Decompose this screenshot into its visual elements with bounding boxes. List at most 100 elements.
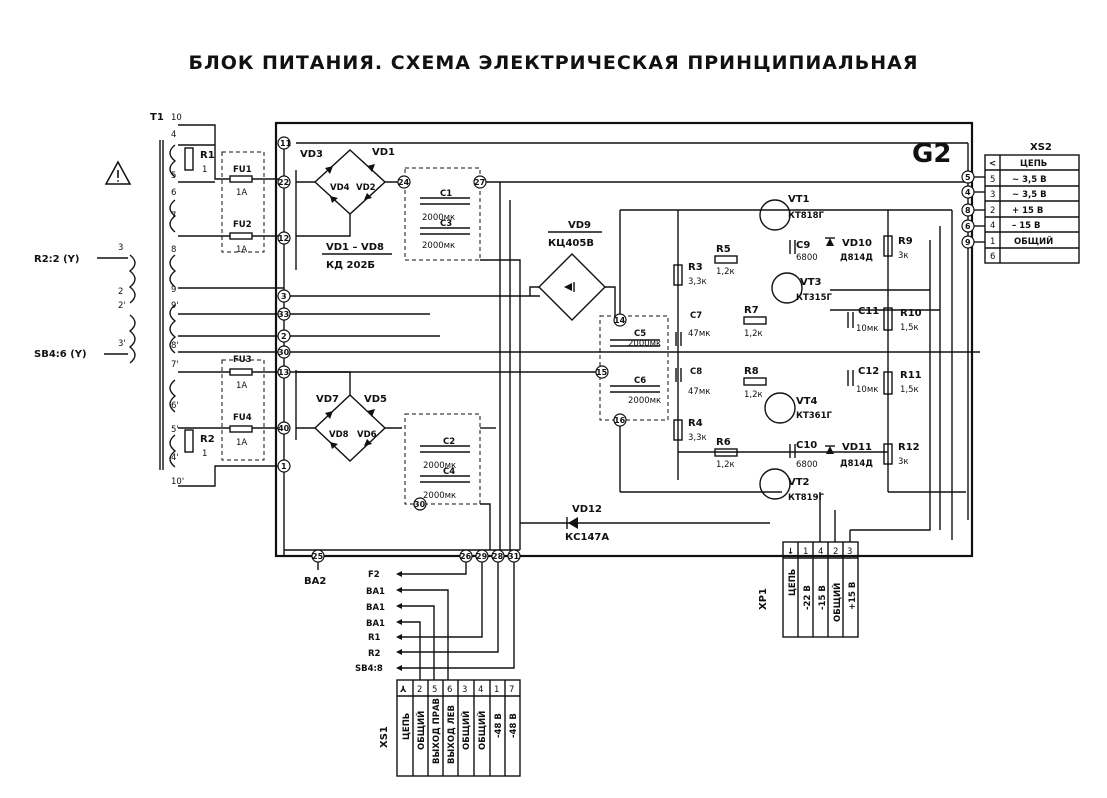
svg-text:10: 10	[171, 113, 182, 123]
svg-text:ОБЩИЙ: ОБЩИЙ	[476, 711, 488, 750]
svg-text:C1: C1	[440, 189, 452, 199]
ba2-label: ВА2	[304, 576, 326, 587]
svg-text:R9: R9	[898, 236, 913, 247]
svg-text:ВА1: ВА1	[366, 619, 385, 629]
svg-text:КТ819Г: КТ819Г	[788, 493, 824, 503]
svg-text:КТ315Г: КТ315Г	[796, 293, 832, 303]
svg-text:VD8: VD8	[329, 430, 349, 440]
svg-text:7: 7	[171, 211, 176, 221]
bridge-type: КД 202Б	[326, 260, 375, 271]
svg-text:33: 33	[278, 310, 289, 319]
svg-text:XS2: XS2	[1030, 142, 1052, 153]
svg-text:VT4: VT4	[796, 396, 818, 407]
input-r2: R2:2 (Y)	[34, 254, 79, 265]
svg-text:4: 4	[965, 188, 971, 197]
svg-text:VT2: VT2	[788, 477, 810, 488]
svg-text:+ 15 В: + 15 В	[1012, 206, 1043, 216]
connector-xs2: XS2 < ЦЕПЬ 5 ~ 3,5 В 3 ~ 3,5 В 2 + 15 В …	[984, 142, 1080, 264]
fuse-fu4: FU4 1A	[229, 413, 253, 448]
svg-text:2': 2'	[118, 301, 126, 311]
resistor-r2: R2 1	[184, 429, 215, 459]
svg-text:2000мк: 2000мк	[423, 491, 456, 501]
svg-text:2000мк: 2000мк	[628, 339, 661, 349]
svg-text:9: 9	[965, 238, 971, 247]
svg-text:XS1: XS1	[379, 726, 390, 748]
diagram-title: БЛОК ПИТАНИЯ. СХЕМА ЭЛЕКТРИЧЕСКАЯ ПРИНЦИ…	[188, 52, 919, 74]
bridge-top: VD3 VD1 VD4 VD2 VD1 – VD8 КД 202Б	[300, 147, 395, 271]
transformer-t1: T1 10 4 5 6 7 8 9 9' 8' 7' 6' 5' 4' 10' …	[34, 112, 184, 487]
svg-text:ОБЩИЙ: ОБЩИЙ	[460, 711, 472, 750]
svg-text:ЦЕПЬ: ЦЕПЬ	[788, 569, 798, 596]
svg-text:10мк: 10мк	[856, 385, 878, 395]
svg-text:КЦ405В: КЦ405В	[548, 238, 594, 249]
svg-text:6: 6	[171, 188, 176, 198]
svg-text:1A: 1A	[236, 438, 247, 448]
svg-text:ОБЩИЙ: ОБЩИЙ	[415, 711, 427, 750]
svg-text:30: 30	[414, 500, 426, 509]
svg-text:1: 1	[202, 165, 207, 175]
svg-text:VD12: VD12	[572, 504, 602, 515]
svg-text:1,2к: 1,2к	[744, 329, 763, 339]
svg-text:ВЫХОД ПРАВ: ВЫХОД ПРАВ	[432, 698, 442, 764]
svg-text:2: 2	[417, 685, 422, 695]
regulator: VT1 КТ818Г VT2 КТ819Г VT3 КТ315Г VT4 КТ3…	[673, 194, 922, 503]
output-lines: F2 ВА1 ВА1 ВА1 R1 R2 SB4:8	[355, 562, 515, 680]
svg-text:R3: R3	[688, 262, 703, 273]
svg-text:4': 4'	[171, 453, 179, 463]
svg-text:VD2: VD2	[356, 183, 376, 193]
svg-text:R5: R5	[716, 244, 731, 255]
svg-text:VD5: VD5	[364, 394, 387, 405]
fuse-fu2: FU2 1A	[229, 220, 253, 255]
svg-text:3: 3	[281, 292, 287, 301]
svg-text:4: 4	[478, 685, 483, 695]
svg-text:5: 5	[990, 175, 995, 185]
svg-text:11: 11	[280, 139, 292, 148]
svg-text:7: 7	[509, 685, 514, 695]
bridge-bottom: VD7 VD5 VD8 VD6	[313, 394, 387, 462]
svg-text:VD9: VD9	[568, 220, 591, 231]
svg-text:-15 В: -15 В	[818, 585, 828, 610]
svg-text:R8: R8	[744, 366, 759, 377]
svg-text:2000мк: 2000мк	[423, 461, 456, 471]
svg-text:ОБЩИЙ: ОБЩИЙ	[1014, 235, 1053, 247]
bridge-vd9: VD9 КЦ405В	[538, 220, 606, 321]
svg-text:-48 В: -48 В	[494, 713, 504, 738]
svg-text:FU1: FU1	[233, 165, 252, 175]
block-frame	[274, 121, 974, 558]
svg-text:+15 В: +15 В	[848, 582, 858, 610]
svg-text:26: 26	[460, 552, 472, 561]
svg-text:VD1: VD1	[372, 147, 395, 158]
svg-text:Д814Д: Д814Д	[840, 253, 873, 263]
svg-text:30: 30	[278, 348, 290, 357]
svg-text:⅄: ⅄	[400, 685, 407, 695]
svg-text:ВА1: ВА1	[366, 587, 385, 597]
svg-text:XP1: XP1	[758, 588, 769, 610]
svg-text:C8: C8	[690, 367, 702, 377]
svg-text:3,3к: 3,3к	[688, 277, 707, 287]
svg-text:~ 3,5 В: ~ 3,5 В	[1012, 175, 1047, 185]
svg-text:1A: 1A	[236, 188, 247, 198]
svg-text:F2: F2	[368, 570, 380, 580]
nodes: 11 22 12 3 33 2 30 13 40 1 24 27 14 15 1…	[277, 136, 975, 563]
svg-text:3,3к: 3,3к	[688, 433, 707, 443]
svg-text:C7: C7	[690, 311, 702, 321]
svg-text:16: 16	[614, 416, 626, 425]
svg-text:FU2: FU2	[233, 220, 252, 230]
svg-text:8: 8	[965, 206, 971, 215]
caps-c5-c8: C5 2000мк C6 2000мк C7 47мк C8 47мк	[610, 311, 710, 406]
svg-text:VD6: VD6	[357, 430, 377, 440]
svg-text:VT3: VT3	[800, 277, 822, 288]
zener-vd12: VD12 КС147А	[520, 504, 770, 543]
svg-text:5: 5	[432, 685, 437, 695]
cap-c1-c3: C1 2000мк C3 2000мк	[420, 189, 470, 251]
svg-text:1,5к: 1,5к	[900, 385, 919, 395]
svg-text:ВЫХОД ЛЕВ: ВЫХОД ЛЕВ	[447, 705, 457, 764]
transformer-ref: T1	[150, 112, 164, 123]
svg-text:– 15 В: – 15 В	[1012, 221, 1040, 231]
svg-text:1,2к: 1,2к	[716, 267, 735, 277]
svg-text:6: 6	[990, 252, 995, 262]
svg-text:R11: R11	[900, 370, 922, 381]
svg-text:C11: C11	[858, 306, 879, 317]
svg-text:2000мк: 2000мк	[628, 396, 661, 406]
